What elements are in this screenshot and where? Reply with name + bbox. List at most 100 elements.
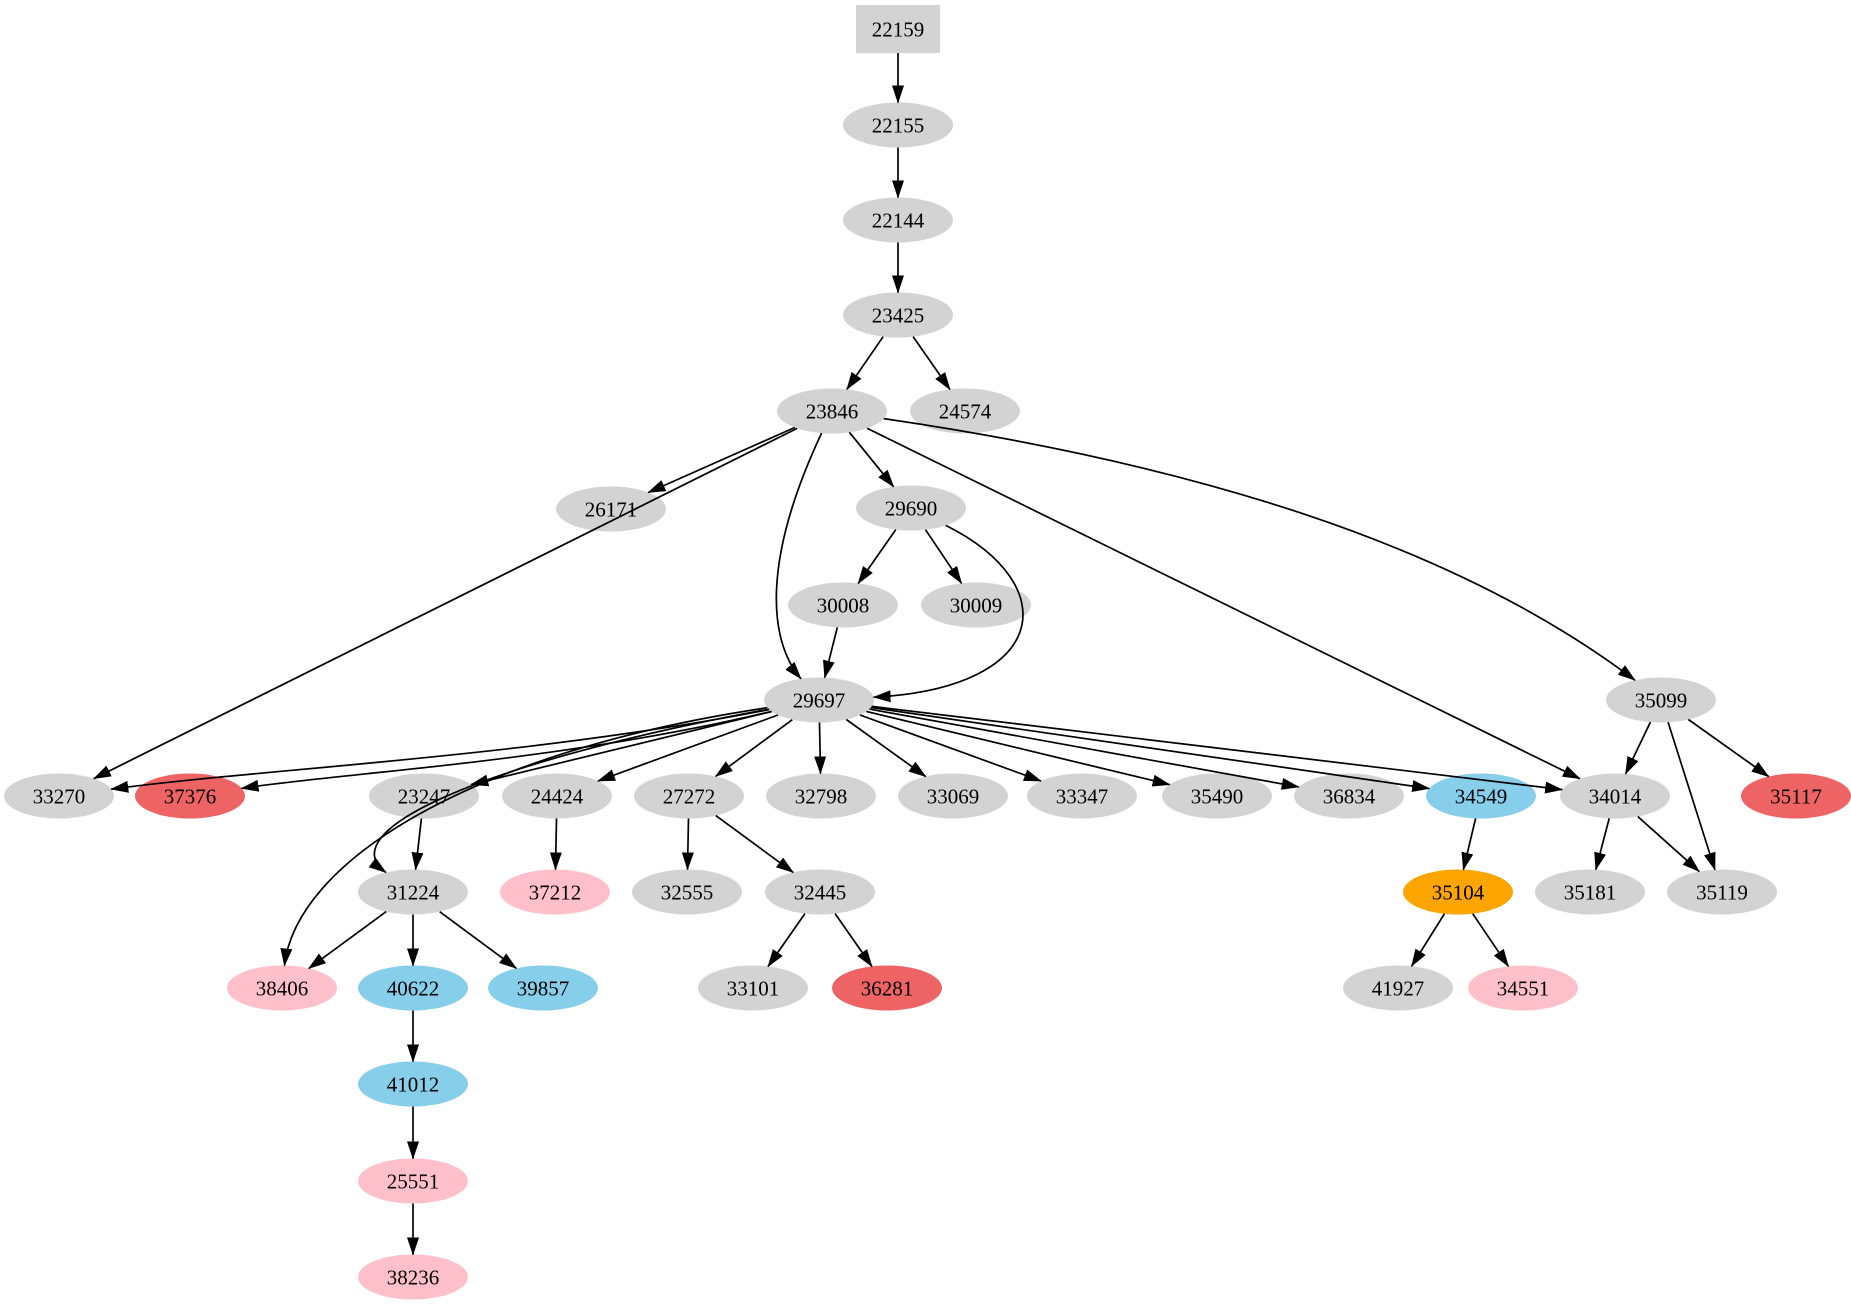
edge-31224-39857: [439, 911, 518, 969]
node-33069: 33069: [898, 773, 1008, 819]
edge-29697-33347: [859, 714, 1042, 782]
node-ellipse-38236: [358, 1254, 468, 1300]
node-label-41012: 41012: [387, 1072, 440, 1096]
node-label-41927: 41927: [1372, 976, 1425, 1000]
edge-23846-29697: [775, 432, 823, 680]
node-ellipse-22155: [843, 102, 953, 148]
node-27272: 27272: [634, 773, 744, 819]
edge-35099-35117: [1687, 718, 1770, 778]
node-23247: 23247: [369, 773, 479, 819]
node-label-23846: 23846: [806, 399, 859, 423]
node-label-37376: 37376: [164, 784, 217, 808]
node-label-36834: 36834: [1323, 784, 1376, 808]
node-ellipse-25551: [358, 1158, 468, 1204]
node-ellipse-40622: [358, 965, 468, 1011]
node-ellipse-34549: [1426, 773, 1536, 819]
node-label-35490: 35490: [1191, 784, 1244, 808]
node-label-33347: 33347: [1056, 784, 1109, 808]
node-35099: 35099: [1606, 677, 1716, 723]
node-label-24574: 24574: [939, 399, 992, 423]
node-ellipse-35099: [1606, 677, 1716, 723]
node-41012: 41012: [358, 1061, 468, 1107]
edge-29697-34549: [870, 706, 1431, 792]
node-34549: 34549: [1426, 773, 1536, 819]
node-label-35104: 35104: [1432, 880, 1485, 904]
node-label-24424: 24424: [531, 784, 584, 808]
node-ellipse-24574: [910, 388, 1020, 434]
node-ellipse-33347: [1027, 773, 1137, 819]
node-ellipse-41012: [358, 1061, 468, 1107]
node-30009: 30009: [921, 582, 1031, 628]
node-ellipse-36834: [1294, 773, 1404, 819]
node-22144: 22144: [843, 197, 953, 243]
node-ellipse-35119: [1667, 869, 1777, 915]
node-36834: 36834: [1294, 773, 1404, 819]
node-ellipse-23425: [843, 292, 953, 338]
node-33101: 33101: [698, 965, 808, 1011]
node-ellipse-33069: [898, 773, 1008, 819]
edge-29697-27272: [714, 719, 793, 777]
node-ellipse-29697: [764, 677, 874, 723]
node-35181: 35181: [1535, 869, 1645, 915]
node-label-35099: 35099: [1635, 688, 1688, 712]
edge-23846-34014: [866, 427, 1581, 780]
node-24574: 24574: [910, 388, 1020, 434]
edge-29697-32798: [814, 722, 827, 775]
edge-23425-24574: [912, 336, 951, 391]
node-label-30009: 30009: [950, 593, 1003, 617]
edge-24424-37212: [549, 818, 562, 871]
node-32555: 32555: [632, 869, 742, 915]
edge-27272-32445: [715, 814, 795, 874]
node-34551: 34551: [1468, 965, 1578, 1011]
node-22159: 22159: [856, 5, 940, 53]
node-23846: 23846: [777, 388, 887, 434]
edge-29697-35490: [866, 710, 1171, 787]
node-label-34014: 34014: [1589, 784, 1642, 808]
node-label-33270: 33270: [33, 784, 86, 808]
node-ellipse-36281: [832, 965, 942, 1011]
edge-29690-30009: [924, 529, 963, 585]
node-36281: 36281: [832, 965, 942, 1011]
node-32798: 32798: [766, 773, 876, 819]
edge-27272-32555: [681, 818, 694, 871]
node-ellipse-35181: [1535, 869, 1645, 915]
node-24424: 24424: [502, 773, 612, 819]
edge-23846-29690: [848, 431, 895, 488]
node-30008: 30008: [788, 582, 898, 628]
node-label-40622: 40622: [387, 976, 440, 1000]
node-29690: 29690: [856, 485, 966, 531]
node-ellipse-37212: [500, 869, 610, 915]
node-ellipse-30008: [788, 582, 898, 628]
node-label-34551: 34551: [1497, 976, 1550, 1000]
node-ellipse-26171: [556, 486, 666, 532]
edge-35104-34551: [1471, 913, 1510, 968]
edge-29697-38406: [280, 706, 768, 967]
edge-29697-37376: [240, 710, 772, 792]
node-label-29690: 29690: [885, 496, 938, 520]
edge-29697-24424: [597, 714, 779, 782]
node-ellipse-32445: [765, 869, 875, 915]
node-label-32445: 32445: [794, 880, 847, 904]
node-label-33069: 33069: [927, 784, 980, 808]
node-label-23247: 23247: [398, 784, 451, 808]
node-ellipse-22144: [843, 197, 953, 243]
node-31224: 31224: [358, 869, 468, 915]
node-40622: 40622: [358, 965, 468, 1011]
node-label-32798: 32798: [795, 784, 848, 808]
node-37376: 37376: [135, 773, 245, 819]
node-label-22159: 22159: [872, 17, 925, 41]
edge-29697-34014: [871, 705, 1564, 794]
node-ellipse-41927: [1343, 965, 1453, 1011]
node-label-22144: 22144: [872, 208, 925, 232]
node-label-32555: 32555: [661, 880, 714, 904]
node-ellipse-33270: [4, 773, 114, 819]
node-ellipse-35117: [1741, 773, 1851, 819]
node-label-22155: 22155: [872, 113, 925, 137]
edge-32445-33101: [767, 913, 806, 968]
edge-34014-35119: [1637, 815, 1700, 873]
node-label-27272: 27272: [663, 784, 716, 808]
node-label-34549: 34549: [1455, 784, 1508, 808]
edge-35099-34014: [1624, 721, 1652, 775]
node-label-30008: 30008: [817, 593, 870, 617]
